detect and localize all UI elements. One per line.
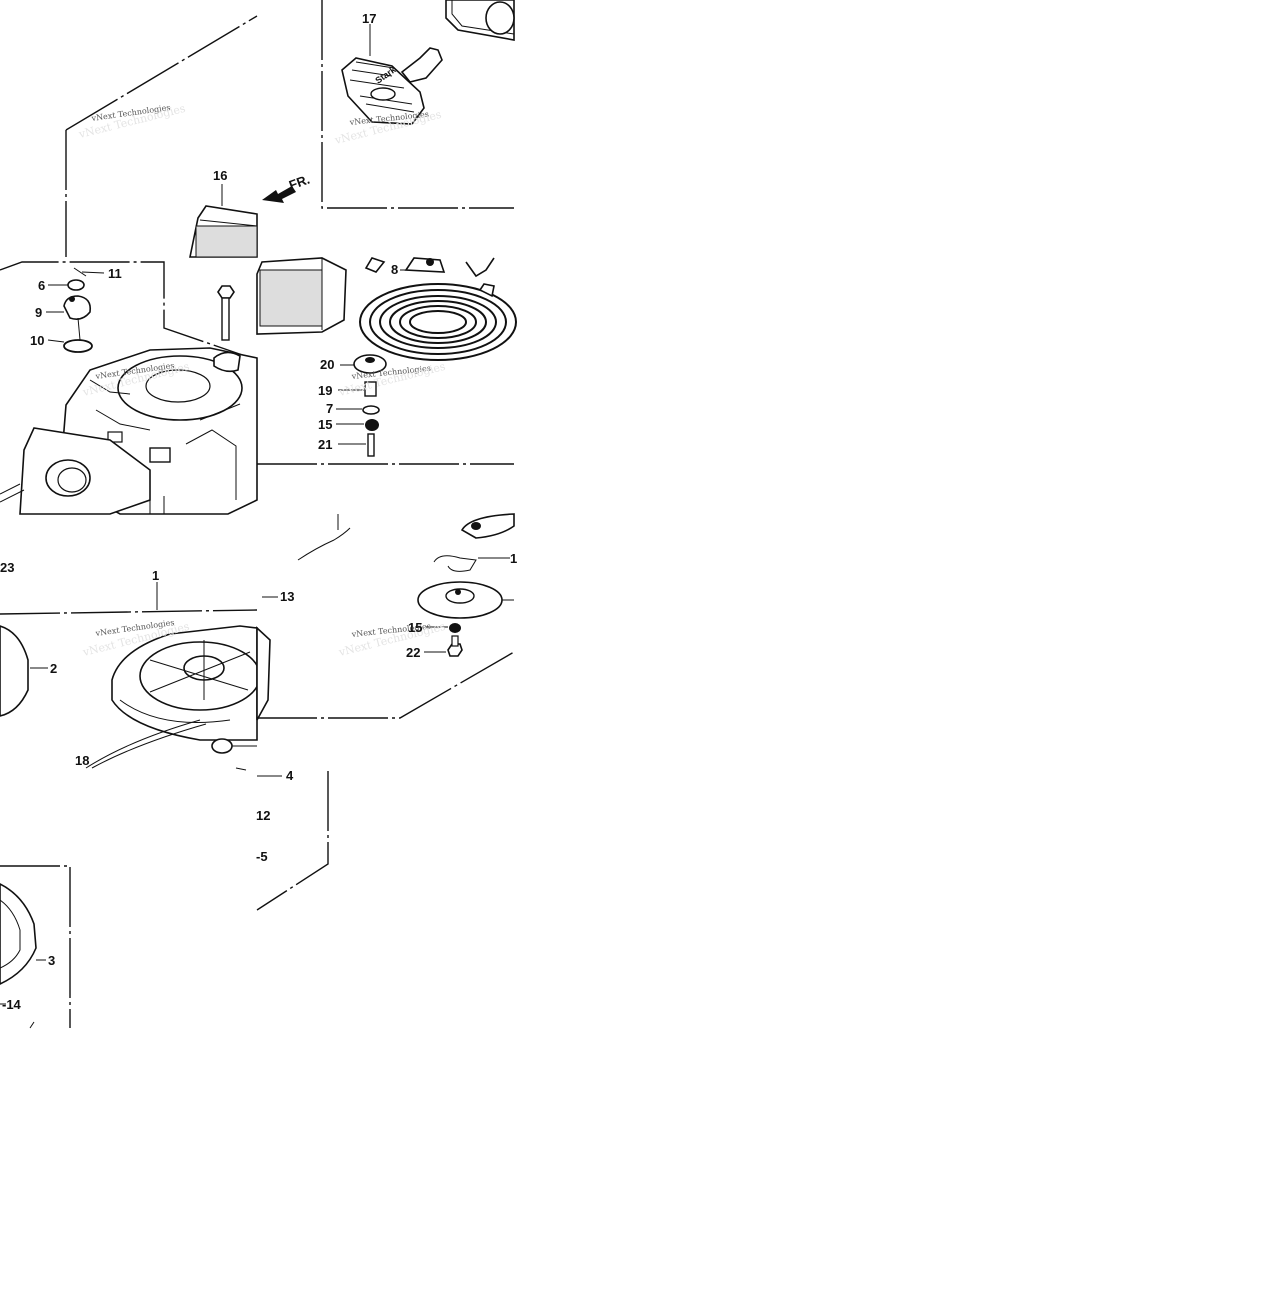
- callout-19: 19: [318, 383, 332, 398]
- callout-17: 17: [362, 11, 376, 26]
- callout-1: 1: [152, 568, 159, 583]
- tile-top-middle: Stark vNext Technologies vNext Technolog…: [321, 0, 515, 209]
- callout-21: 21: [318, 437, 332, 452]
- starter-grip: Stark: [341, 47, 443, 125]
- boundary-line: [0, 261, 258, 361]
- boundary-line: [0, 609, 258, 615]
- boundary-line: [321, 0, 514, 209]
- watermark: vNext Technologies vNext Technologies: [77, 102, 187, 141]
- starter-cover: [0, 427, 151, 515]
- callout-7: 7: [326, 401, 333, 416]
- tile-center: vNext Technologies vNext Technologies: [256, 257, 517, 465]
- boundary-line: [256, 771, 329, 911]
- callout-23: 23: [0, 560, 14, 575]
- watermark: vNext Technologies vNext Technologies: [337, 360, 447, 399]
- boundary-line: [0, 865, 71, 1028]
- callout-6: 6: [38, 278, 45, 293]
- callout-15-lower: 15: [408, 620, 422, 635]
- callout-10: 10: [30, 333, 44, 348]
- watermark: vNext Technologies vNext Technologies: [333, 108, 443, 147]
- tile-top-left: vNext Technologies vNext Technologies: [65, 15, 296, 258]
- watermark: vNext Technologies vNext Technologies: [337, 620, 447, 659]
- callout-16: 16: [213, 168, 227, 183]
- boundary-line: [257, 651, 515, 719]
- tile-lower-middle: vNext Technologies vNext Technologies: [256, 513, 515, 721]
- callout-13: 13: [280, 589, 294, 604]
- tile-bottom-left: [0, 865, 71, 1029]
- callout-2: 2: [50, 661, 57, 676]
- direction-marker: FR.: [287, 172, 312, 193]
- callout-1-clip: 1: [510, 551, 517, 566]
- tile-middle-left: vNext Technologies vNext Technologies: [0, 261, 258, 515]
- callout-12: 12: [256, 808, 270, 823]
- air-filter-element: [189, 205, 258, 258]
- callout-20: 20: [320, 357, 334, 372]
- tile-bottom-middle: [256, 771, 329, 911]
- callout-9: 9: [35, 305, 42, 320]
- bolt: [217, 285, 235, 341]
- callout-14: -14: [2, 997, 22, 1012]
- callout-4: 4: [286, 768, 294, 783]
- callout-3: 3: [48, 953, 55, 968]
- callout-8: 8: [391, 262, 398, 277]
- callout-22: 22: [406, 645, 420, 660]
- recoil-spring: [359, 283, 517, 361]
- callout-15: 15: [318, 417, 332, 432]
- tile-lower-left: vNext Technologies vNext Technologies: [0, 582, 261, 771]
- boundary-line: [65, 15, 258, 131]
- recoil-reel: [85, 625, 261, 769]
- callout-5: -5: [256, 849, 268, 864]
- callout-11: 11: [108, 266, 122, 281]
- front-arrow-icon: [262, 186, 296, 203]
- callout-18: 18: [75, 753, 89, 768]
